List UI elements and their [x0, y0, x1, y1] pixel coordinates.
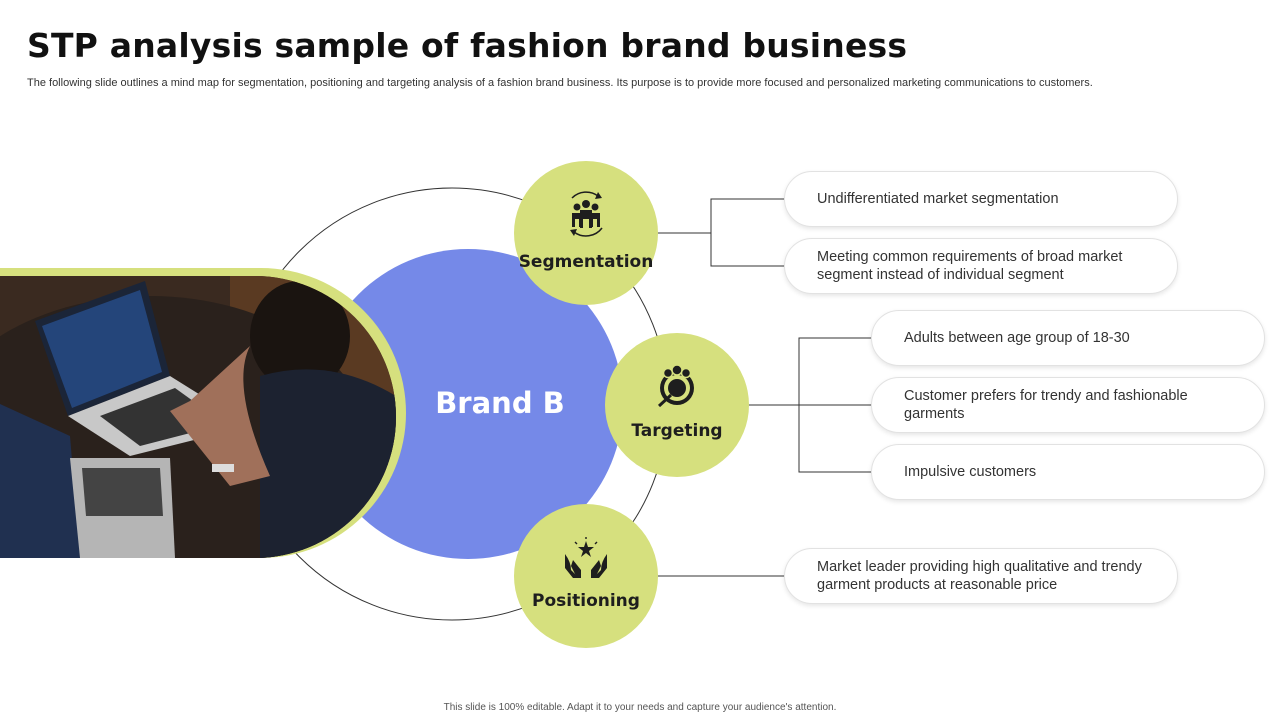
brand-label: Brand B: [435, 386, 565, 420]
positioning-label: Positioning: [532, 591, 640, 611]
target-group-icon: [657, 364, 694, 408]
page-subtitle: The following slide outlines a mind map …: [27, 77, 1093, 89]
segmentation-item: Meeting common requirements of broad mar…: [784, 238, 1178, 294]
brand-circle: [313, 249, 623, 559]
footer-note: This slide is 100% editable. Adapt it to…: [443, 702, 837, 713]
page-title: STP analysis sample of fashion brand bus…: [27, 26, 908, 65]
laptop-photo: [0, 276, 396, 558]
targeting-label: Targeting: [631, 421, 723, 441]
segmentation-label: Segmentation: [518, 252, 654, 272]
targeting-item: Adults between age group of 18-30: [871, 310, 1265, 366]
people-cycle-icon: [570, 191, 603, 237]
positioning-node: [514, 504, 658, 648]
targeting-item: Customer prefers for trendy and fashiona…: [871, 377, 1265, 433]
targeting-item: Impulsive customers: [871, 444, 1265, 500]
segmentation-connector: [656, 198, 784, 267]
targeting-connector: [748, 337, 871, 473]
hands-star-icon: [565, 537, 607, 578]
segmentation-node: [514, 161, 658, 305]
positioning-item: Market leader providing high qualitative…: [784, 548, 1178, 604]
segmentation-item: Undifferentiated market segmentation: [784, 171, 1178, 227]
